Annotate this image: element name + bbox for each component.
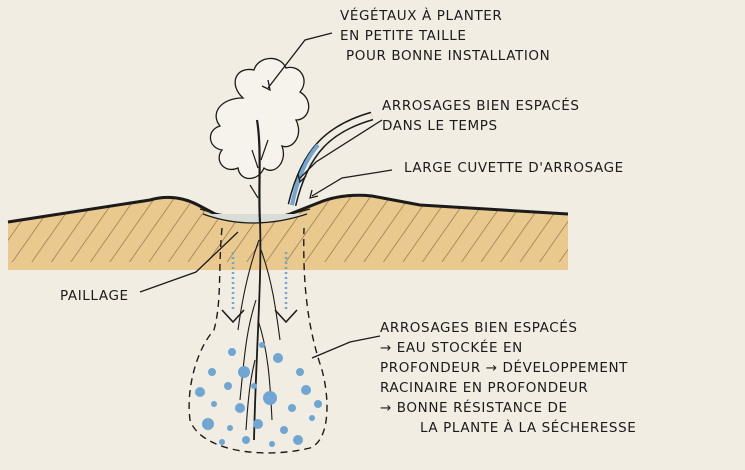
label-arrosages-bottom-line-1: ARROSAGES BIEN ESPACÉS: [380, 318, 636, 338]
label-arrosages-bottom-line-4: RACINAIRE EN PROFONDEUR: [380, 378, 636, 398]
label-arrosages-bottom-line-2: → EAU STOCKÉE EN: [380, 338, 636, 358]
watering-hose: [292, 116, 372, 205]
stored-water-drops: [195, 342, 322, 447]
label-vegetaux: VÉGÉTAUX À PLANTER EN PETITE TAILLE POUR…: [340, 6, 550, 66]
label-cuvette: LARGE CUVETTE D'ARROSAGE: [404, 158, 624, 178]
label-vegetaux-line-1: VÉGÉTAUX À PLANTER: [340, 6, 550, 26]
label-arrosages-bottom: ARROSAGES BIEN ESPACÉS → EAU STOCKÉE EN …: [380, 318, 636, 438]
label-arrosages-top-line-1: ARROSAGES BIEN ESPACÉS: [382, 96, 580, 116]
label-arrosages-top-line-2: DANS LE TEMPS: [382, 116, 580, 136]
label-paillage: PAILLAGE: [60, 286, 129, 306]
soil-layer: [8, 195, 568, 270]
label-arrosages-top: ARROSAGES BIEN ESPACÉS DANS LE TEMPS: [382, 96, 580, 136]
label-arrosages-bottom-line-3: PROFONDEUR → DÉVELOPPEMENT: [380, 358, 636, 378]
label-arrosages-bottom-line-6: LA PLANTE À LA SÉCHERESSE: [420, 418, 636, 438]
label-vegetaux-line-2: EN PETITE TAILLE: [340, 26, 550, 46]
label-vegetaux-line-3: POUR BONNE INSTALLATION: [346, 46, 550, 66]
label-arrosages-bottom-line-5: → BONNE RÉSISTANCE DE: [380, 398, 636, 418]
